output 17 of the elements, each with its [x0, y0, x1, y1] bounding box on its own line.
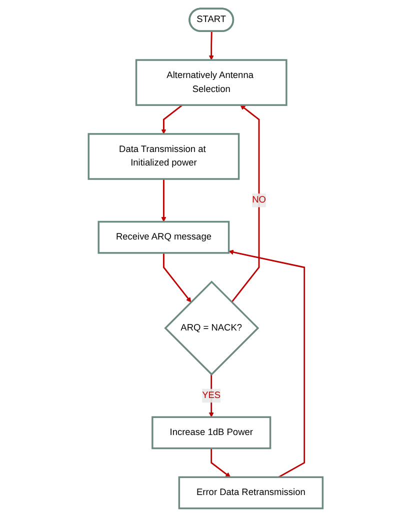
- arrow: [209, 374, 214, 418]
- node-box: [152, 416, 272, 450]
- arrow: [163, 252, 192, 302]
- node-diamond: [164, 280, 260, 376]
- arrow: [162, 104, 184, 134]
- arrow: [209, 31, 214, 60]
- node-box: [88, 133, 240, 180]
- node-box: [98, 220, 230, 254]
- arrow: [231, 104, 260, 303]
- arrow: [162, 179, 167, 222]
- arrow: [228, 250, 306, 478]
- edge-label: YES: [202, 390, 221, 400]
- node-box: [136, 59, 288, 106]
- flowchart-drawing: YES NO START Alternatively Antenna Selection Data Transmission at Initialized power Receive ARQ message ARQ = NACK? Increase 1dB Power Error Data Retransmission: [84, 4, 328, 513]
- edge-label: NO: [252, 195, 266, 205]
- arrow: [210, 448, 231, 478]
- node-box: [178, 476, 324, 510]
